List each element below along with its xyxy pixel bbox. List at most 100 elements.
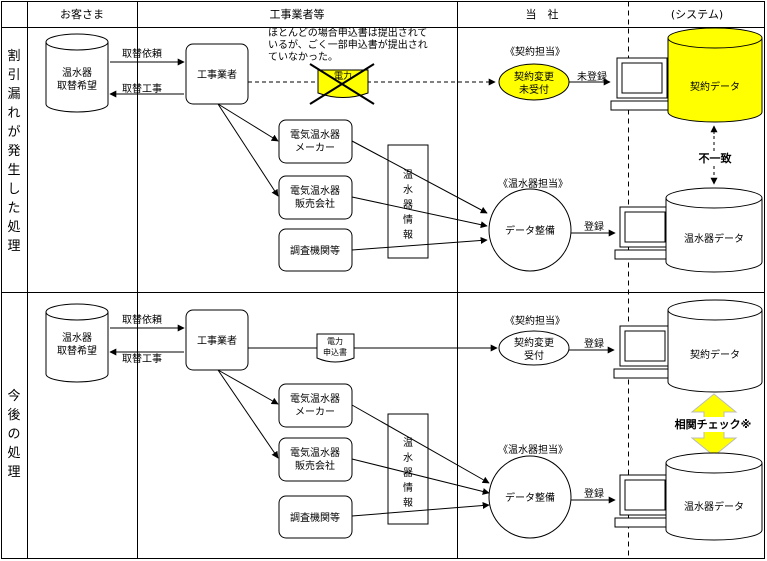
- bottom-research-to-data-arrow: [351, 502, 490, 517]
- row-label-bottom-char: 理: [7, 465, 20, 480]
- top-maker-to-data-arrow: [351, 140, 488, 214]
- top-maker-text: 電気温水器: [290, 128, 340, 141]
- top-to-dealer-arrow: [217, 103, 279, 197]
- bottom-customer-cylinder: [45, 303, 109, 383]
- row-label-top-char: た: [7, 201, 20, 216]
- top-contractor-text: 工事業者: [197, 68, 237, 81]
- bottom-dealer-box: [278, 437, 353, 482]
- bottom-to-dealer-arrow: [217, 369, 279, 459]
- top-data-circle-text: データ整備: [505, 224, 555, 237]
- top-customer-cylinder: [45, 33, 109, 113]
- bottom-to-maker-arrow: [217, 369, 279, 405]
- top-info-char: 情: [403, 213, 413, 226]
- row-label-top: 割 引 漏 れ が 発 生 し た 処 理: [7, 48, 20, 254]
- bottom-heater-db-cylinder: [665, 452, 763, 541]
- bottom-form-text: 申込書: [323, 347, 347, 357]
- bottom-maker-text: 電気温水器: [290, 392, 340, 405]
- top-request-label: 取替依頼: [122, 47, 162, 60]
- bottom-info-char: 情: [403, 481, 413, 494]
- row-label-bottom: 今 後 の 処 理: [7, 388, 20, 480]
- bottom-customer-text: 温水器: [62, 332, 92, 344]
- top-mismatch-label: 不一致: [699, 151, 733, 165]
- bottom-research-box: [278, 495, 353, 539]
- top-maker-box: [278, 119, 353, 164]
- bottom-contract-role: 《契約担当》: [505, 314, 565, 327]
- top-customer-text: 取替希望: [57, 79, 97, 92]
- header-company: 当 社: [526, 7, 559, 21]
- row-label-bottom-char: の: [7, 427, 20, 442]
- bottom-form-icon: [316, 333, 355, 363]
- bottom-maker-box: [278, 383, 353, 428]
- top-contract-circle-text: 未受付: [519, 83, 549, 96]
- top-data-circle: [488, 188, 572, 272]
- bottom-work-label: 取替工事: [122, 352, 162, 365]
- bottom-data-circle: [488, 455, 572, 539]
- bottom-contract-registered-label: 登録: [584, 337, 604, 350]
- top-registered-label: 登録: [584, 220, 604, 233]
- bottom-customer-text: 取替希望: [57, 344, 97, 357]
- top-contract-computer-icon: [610, 57, 670, 111]
- top-dealer-text: 電気温水器: [290, 184, 340, 197]
- row-label-top-char: 割: [7, 48, 20, 64]
- bottom-contract-circle: [498, 330, 570, 366]
- row-label-top-char: 引: [7, 68, 20, 83]
- row-label-top-char: れ: [7, 106, 20, 121]
- top-research-to-data-arrow: [351, 236, 488, 251]
- top-info-char: 温: [403, 169, 413, 181]
- bottom-contract-computer-icon: [613, 325, 673, 379]
- top-note-line: ていなかった。: [268, 51, 338, 63]
- top-contractor-box: [185, 43, 249, 105]
- bottom-check-bg: [670, 417, 762, 432]
- bottom-research-text: 調査機関等: [290, 511, 340, 524]
- header-contractor: 工事業者等: [270, 7, 325, 21]
- bottom-registered-label: 登録: [584, 487, 604, 500]
- bottom-maker-to-data-arrow: [351, 404, 490, 484]
- bottom-contract-db-text: 契約データ: [690, 348, 740, 361]
- row-label-top-char: 漏: [7, 86, 20, 102]
- bottom-contract-db-cylinder: [667, 299, 763, 393]
- bottom-heater-role: 《温水器担当》: [498, 443, 568, 456]
- bottom-heater-db-text: 温水器データ: [684, 500, 744, 513]
- top-dealer-text: 販売会社: [295, 197, 335, 210]
- top-info-char: 器: [403, 199, 413, 211]
- top-dealer-box: [278, 175, 353, 220]
- row-label-bottom-char: 今: [7, 388, 20, 404]
- top-research-text: 調査機関等: [290, 244, 340, 257]
- row-label-bottom-char: 処: [7, 446, 20, 461]
- bottom-info-box: [387, 413, 429, 525]
- top-contract-db-text: 契約データ: [690, 80, 740, 93]
- bottom-info-char: 水: [403, 452, 413, 464]
- row-label-top-char: 処: [7, 220, 20, 235]
- bottom-check-label: 相関チェック※: [675, 417, 752, 431]
- row-label-bottom-char: 後: [7, 408, 20, 423]
- top-note-line: いるが、ごく一部申込書が提出され: [268, 38, 428, 51]
- bottom-dealer-text: 販売会社: [295, 459, 335, 472]
- bottom-data-circle-text: データ整備: [505, 491, 555, 504]
- header-system: (システム): [671, 8, 723, 21]
- top-maker-text: メーカー: [295, 142, 335, 154]
- top-note-line: ほとんどの場合申込書は提出されて: [268, 26, 427, 39]
- top-work-label: 取替工事: [122, 82, 162, 95]
- top-contract-db-cylinder: [667, 27, 763, 123]
- top-heater-db-cylinder: [665, 187, 763, 273]
- bottom-dealer-text: 電気温水器: [290, 446, 340, 459]
- bottom-contract-circle-text: 契約変更: [514, 336, 554, 349]
- bottom-contractor-box: [185, 309, 249, 371]
- bottom-form-text: 電力: [327, 336, 343, 346]
- top-customer-text: 温水器: [62, 67, 92, 79]
- top-heater-db-text: 温水器データ: [684, 232, 744, 245]
- top-form-label: 電力: [334, 70, 352, 82]
- top-heater-role: 《温水器担当》: [498, 177, 568, 190]
- bottom-dealer-to-data-arrow: [351, 458, 490, 495]
- top-dealer-to-data-arrow: [351, 196, 488, 229]
- bottom-contract-circle-text: 受付: [524, 349, 544, 362]
- top-contract-circle-text: 契約変更: [514, 70, 554, 83]
- bottom-heater-computer-icon: [614, 474, 674, 528]
- top-info-char: 報: [403, 229, 413, 241]
- row-label-top-char: し: [7, 182, 20, 197]
- bottom-info-char: 報: [403, 497, 413, 509]
- top-heater-computer-icon: [614, 206, 674, 260]
- top-to-maker-arrow: [217, 103, 279, 142]
- top-contract-role: 《契約担当》: [505, 45, 565, 58]
